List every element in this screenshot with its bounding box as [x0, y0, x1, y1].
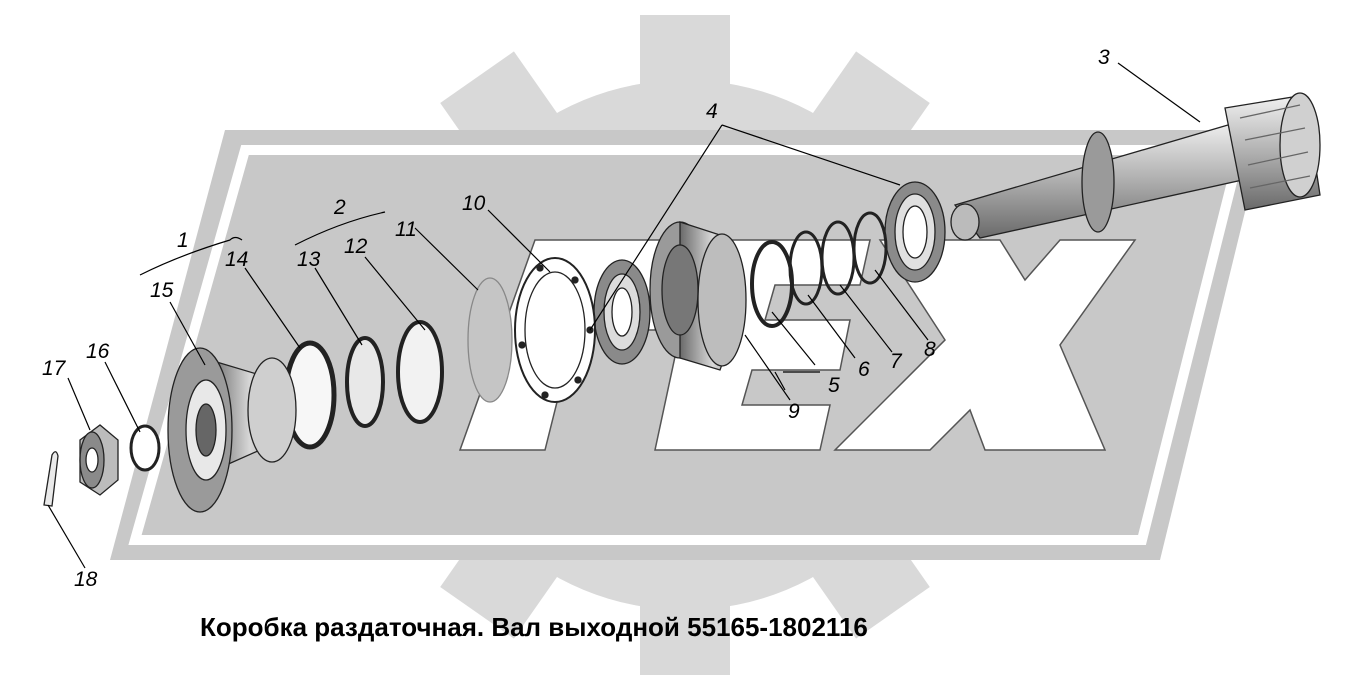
leader-lines [47, 62, 1201, 569]
callout-9: 9 [788, 400, 800, 423]
callout-2: 2 [333, 196, 346, 219]
lock-washer [129, 424, 161, 472]
callout-13: 13 [297, 248, 321, 271]
gasket [514, 257, 596, 403]
bearing-right [884, 181, 946, 283]
seal-12 [396, 320, 444, 424]
callout-15: 15 [150, 279, 174, 302]
callout-17: 17 [42, 357, 67, 380]
callout-3: 3 [1098, 46, 1110, 69]
flange [167, 347, 297, 513]
watermark-letter-x [833, 239, 1137, 451]
callout-7: 7 [890, 350, 903, 373]
seal-13 [345, 336, 385, 428]
bearing-cover [649, 221, 747, 371]
callout-8: 8 [924, 338, 936, 361]
callout-6: 6 [858, 358, 870, 381]
callout-12: 12 [344, 235, 368, 258]
callout-10: 10 [462, 192, 486, 215]
bearing-left [593, 259, 651, 365]
callout-16: 16 [86, 340, 110, 363]
ring-5 [750, 240, 794, 328]
callout-labels: 1 2 3 4 5 6 7 8 9 10 11 12 13 14 15 16 1… [42, 46, 1110, 591]
castle-nut [79, 424, 119, 496]
diagram-caption: Коробка раздаточная. Вал выходной 55165-… [200, 612, 868, 642]
output-shaft [950, 92, 1321, 241]
callout-18: 18 [74, 568, 98, 591]
deflector [467, 277, 513, 403]
parts [43, 92, 1321, 513]
callout-5: 5 [828, 374, 840, 397]
callout-11: 11 [395, 218, 417, 241]
callout-14: 14 [225, 248, 248, 271]
callout-4: 4 [706, 100, 718, 123]
callout-1: 1 [177, 229, 189, 252]
cotter-pin [43, 451, 59, 507]
